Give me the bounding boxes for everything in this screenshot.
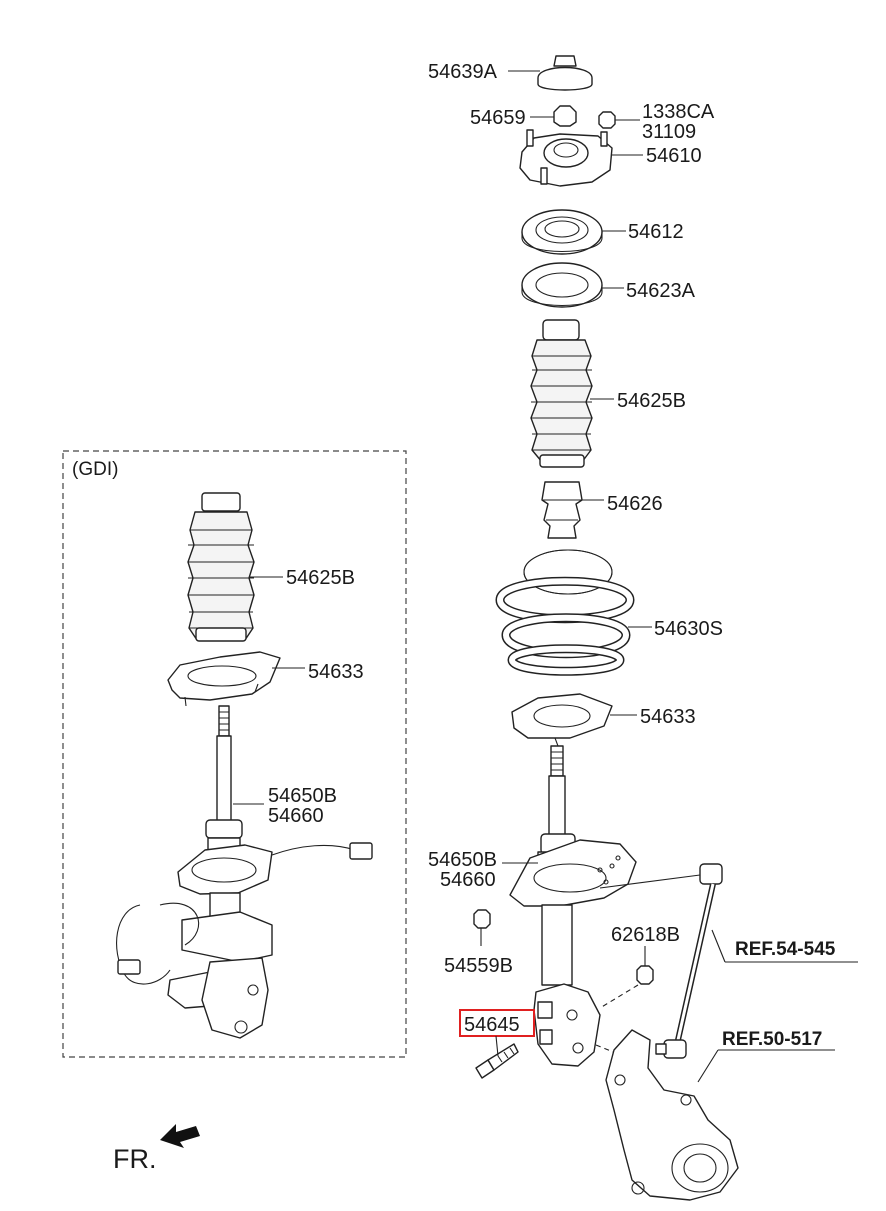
gdi-callout-54650B: 54650B: [268, 785, 337, 807]
bump-stopper-part[interactable]: [541, 481, 583, 539]
callout-54559B: 54559B: [444, 955, 513, 977]
callout-54630S: 54630S: [654, 618, 723, 640]
ref-stabilizer-link[interactable]: REF.54-545: [735, 939, 836, 960]
strut-bearing-part[interactable]: [521, 209, 603, 255]
upper-spring-pad-part[interactable]: [521, 262, 603, 308]
gdi-variant-label: (GDI): [72, 459, 118, 480]
gdi-dust-boot-part[interactable]: [187, 492, 255, 642]
lock-nut-part[interactable]: [553, 105, 577, 127]
callout-54633: 54633: [640, 706, 696, 728]
callout-54625B: 54625B: [617, 390, 686, 412]
callout-54659: 54659: [470, 107, 526, 129]
gdi-callout-54660: 54660: [268, 805, 324, 827]
gdi-callout-54633: 54633: [308, 661, 364, 683]
stabilizer-link-part[interactable]: [599, 863, 723, 1059]
front-indicator-label: FR.: [113, 1144, 157, 1174]
strut-assembly-part[interactable]: [509, 745, 637, 1067]
callout-54650B: 54650B: [428, 849, 497, 871]
callout-62618B: 62618B: [611, 924, 680, 946]
dust-boot-part[interactable]: [530, 319, 593, 468]
callout-54660: 54660: [440, 869, 496, 891]
top-cap-part[interactable]: [537, 55, 593, 91]
callout-54645: 54645: [464, 1014, 520, 1036]
ref-knuckle[interactable]: REF.50-517: [722, 1029, 822, 1050]
front-arrow-icon: [160, 1124, 200, 1148]
gdi-variant-box: [62, 450, 407, 1058]
strut-mount-part[interactable]: [519, 129, 613, 187]
lower-spring-pad-part[interactable]: [511, 693, 613, 747]
stabilizer-link-nut-part[interactable]: [636, 965, 654, 985]
callout-54639A: 54639A: [428, 61, 498, 83]
callout-54645-highlight: [459, 1009, 535, 1037]
callout-54612: 54612: [628, 221, 684, 243]
gdi-spring-seat-part[interactable]: [167, 651, 281, 707]
gdi-callout-54625B: 54625B: [286, 567, 355, 589]
callout-54626: 54626: [607, 493, 663, 515]
gdi-strut-assembly-part[interactable]: [116, 705, 373, 1039]
callout-54610: 54610: [646, 145, 702, 167]
callout-54623A: 54623A: [626, 280, 696, 302]
mount-nut-part[interactable]: [598, 111, 616, 129]
flange-nut-part[interactable]: [473, 909, 491, 929]
callout-31109: 31109: [642, 121, 696, 143]
callout-1338CA: 1338CA: [642, 101, 715, 123]
strut-bolt-part[interactable]: [475, 1043, 519, 1079]
coil-spring-part[interactable]: [495, 549, 635, 676]
steering-knuckle-part[interactable]: [605, 1029, 739, 1201]
